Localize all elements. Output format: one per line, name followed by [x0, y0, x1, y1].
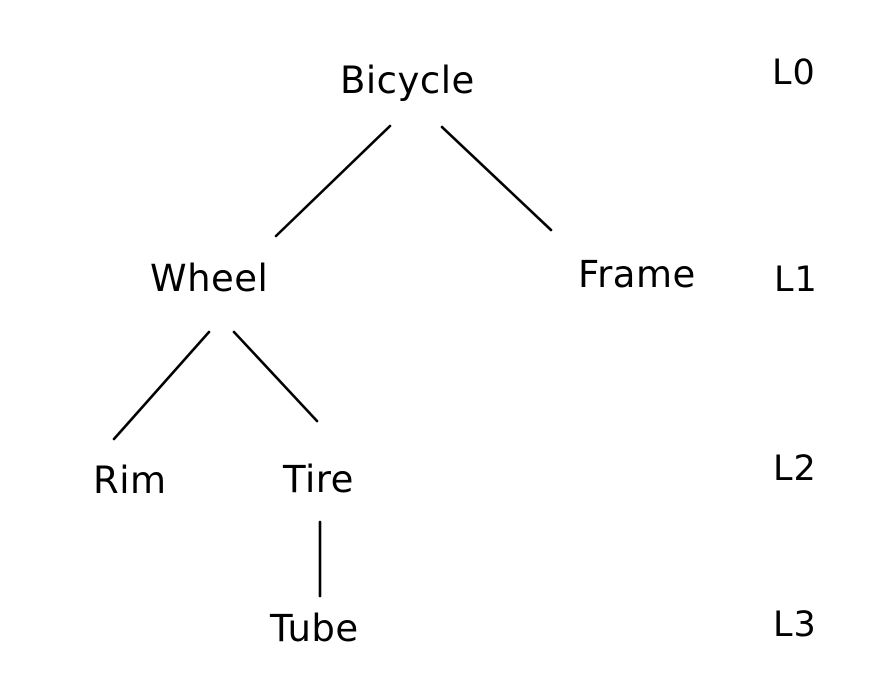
level-label-l3: L3 [773, 605, 817, 645]
tree-edges [112, 124, 553, 598]
node-frame[interactable]: Frame [578, 253, 696, 296]
level-label-l0: L0 [772, 53, 816, 93]
edge-bicycle-frame [440, 125, 553, 232]
node-tube[interactable]: Tube [270, 607, 359, 650]
level-label-l2: L2 [773, 449, 817, 489]
edge-wheel-rim [112, 330, 211, 441]
edge-bicycle-wheel [274, 124, 392, 238]
node-tire[interactable]: Tire [283, 458, 354, 501]
node-wheel[interactable]: Wheel [150, 257, 269, 300]
level-label-l1: L1 [774, 260, 818, 300]
edge-wheel-tire [232, 330, 319, 423]
node-rim[interactable]: Rim [93, 459, 167, 502]
node-bicycle[interactable]: Bicycle [340, 59, 475, 102]
